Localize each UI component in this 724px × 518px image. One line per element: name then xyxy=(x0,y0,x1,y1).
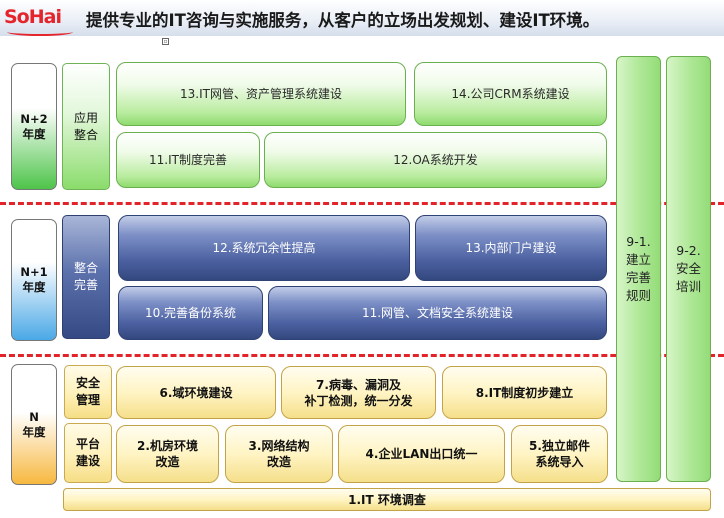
project-domain-environment: 6.域环境建设 xyxy=(116,366,276,419)
project-oa-development: 12.OA系统开发 xyxy=(264,132,607,188)
year-label-n-plus-1: N+1 年度 xyxy=(11,219,57,341)
header-banner xyxy=(0,0,724,36)
project-intranet-portal: 13.内部门户建设 xyxy=(415,215,607,281)
logo-text: SoHai xyxy=(4,6,62,28)
slogan-title: 提供专业的IT咨询与实施服务，从客户的立场出发规划、建设IT环境。 xyxy=(86,11,600,30)
project-lan-exit-unify: 4.企业LAN出口统一 xyxy=(338,425,505,483)
company-logo: SoHai xyxy=(4,6,74,36)
category-integration-improve: 整合 完善 xyxy=(62,215,110,339)
project-crm-system: 14.公司CRM系统建设 xyxy=(414,62,607,126)
project-it-policy-improve: 11.IT制度完善 xyxy=(116,132,260,188)
category-app-integration: 应用 整合 xyxy=(62,63,110,190)
logo-swoosh-icon xyxy=(7,28,73,36)
project-it-netmgmt-asset: 13.IT网管、资产管理系统建设 xyxy=(116,62,406,126)
project-virus-patch-detection: 7.病毒、漏洞及 补丁检测，统一分发 xyxy=(281,366,436,419)
project-mail-system: 5.独立邮件 系统导入 xyxy=(511,425,608,483)
category-platform-build: 平台 建设 xyxy=(64,423,112,483)
project-it-policy-initial: 8.IT制度初步建立 xyxy=(442,366,607,419)
project-netmgmt-doc-security: 11.网管、文档安全系统建设 xyxy=(268,286,607,340)
year-separator-top xyxy=(0,202,724,205)
project-redundancy-improve: 12.系统冗余性提高 xyxy=(118,215,410,281)
project-backup-system: 10.完善备份系统 xyxy=(118,286,263,340)
year-separator-bottom xyxy=(0,354,724,357)
project-it-environment-survey: 1.IT 环境调查 xyxy=(63,488,711,511)
column-security-training: 9-2. 安全 培训 xyxy=(666,56,711,482)
anchor-icon: ▫ xyxy=(162,38,169,45)
year-label-n-plus-2: N+2 年度 xyxy=(11,63,57,190)
project-network-structure: 3.网络结构 改造 xyxy=(225,425,333,483)
category-security-mgmt: 安全 管理 xyxy=(64,365,112,419)
year-label-n: N 年度 xyxy=(11,364,57,485)
project-server-room-renovation: 2.机房环境 改造 xyxy=(116,425,219,483)
column-rules-establish: 9-1. 建立 完善 规则 xyxy=(616,56,661,482)
